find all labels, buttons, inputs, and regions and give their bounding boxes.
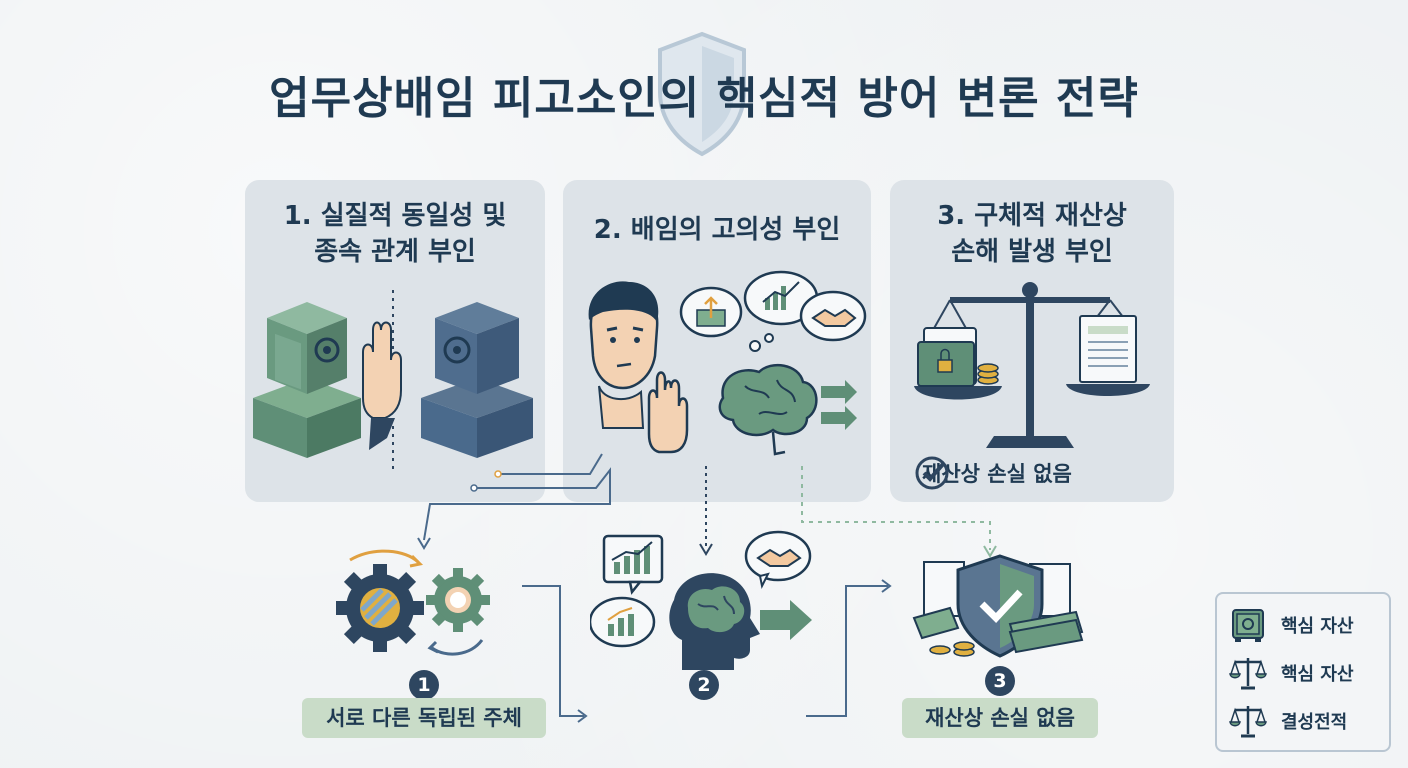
gears-icon — [336, 549, 490, 656]
brain-icon — [718, 363, 818, 456]
connector-5-line — [806, 585, 888, 717]
arrows-right-icon — [821, 380, 857, 430]
legend-item-3: 결성전적 — [1229, 702, 1347, 740]
intent-denial-illustration — [588, 270, 867, 456]
navy-safe-icon — [421, 302, 533, 458]
scale-icon — [914, 282, 1150, 448]
check-circle-icon — [915, 456, 949, 490]
step-1-label: 서로 다른 독립된 주체 — [302, 698, 546, 738]
documents-lock-icon — [917, 327, 999, 387]
legend-item-1: 핵심 자산 — [1229, 606, 1354, 644]
legend-item-2: 핵심 자산 — [1229, 654, 1354, 692]
upload-bubble-icon — [679, 286, 743, 338]
scale-icon — [1229, 706, 1267, 738]
strategy-panel-3: 3. 구체적 재산상 손해 발생 부인 — [890, 180, 1174, 502]
safe-icon — [1232, 609, 1264, 642]
no-loss-check-row: 재산상 손실 없음 — [914, 456, 1072, 490]
legend-box: 핵심 자산 핵심 자산 결성전적 — [1215, 592, 1391, 752]
ledger-document-icon — [1079, 315, 1137, 383]
page-title: 업무상배임 피고소인의 핵심적 방어 변론 전략 — [269, 73, 1139, 124]
shield-money-icon — [912, 554, 1084, 658]
head-thinking-icon — [590, 530, 812, 670]
raised-hand-icon — [647, 371, 689, 454]
chart-bubble-top-icon — [602, 534, 664, 595]
growth-bubble-icon — [743, 270, 819, 326]
connector-3-line — [801, 466, 991, 550]
legend-label-3: 결성전적 — [1281, 712, 1348, 733]
stop-hand-icon — [362, 321, 402, 450]
legend-label-2: 핵심 자산 — [1281, 664, 1354, 685]
green-safe-icon — [253, 302, 361, 458]
balance-scale-illustration — [914, 282, 1150, 448]
connector-4-line — [522, 585, 584, 717]
step-3-label: 재산상 손실 없음 — [902, 698, 1098, 738]
panel-2-title: 2. 배임의 고의성 부인 — [593, 215, 841, 245]
handshake-bubble-icon — [799, 290, 867, 342]
arrow-right-icon — [760, 600, 812, 640]
legend-label-1: 핵심 자산 — [1281, 616, 1354, 637]
separate-safes-illustration — [253, 290, 533, 470]
head-brain-icon — [669, 573, 760, 670]
thinking-man-icon — [588, 281, 659, 429]
shield-watermark-icon — [658, 31, 746, 157]
strategy-panel-2: 2. 배임의 고의성 부인 — [563, 180, 871, 502]
strategy-panel-1: 1. 실질적 동일성 및 종속 관계 부인 — [245, 180, 545, 502]
money-stack-icon — [912, 606, 1084, 657]
step-2-badge: 2 — [689, 670, 719, 700]
panel-3-title: 3. 구체적 재산상 손해 발생 부인 — [937, 201, 1127, 267]
step-1-badge: 1 — [409, 670, 439, 700]
step-3-badge: 3 — [985, 666, 1015, 696]
connector-1-line — [423, 453, 611, 541]
panel-1-title: 1. 실질적 동일성 및 종속 관계 부인 — [283, 201, 507, 267]
handshake-bubble-2-icon — [744, 530, 812, 590]
chart-bubble-bottom-icon — [590, 596, 656, 648]
scale-icon — [1229, 658, 1267, 690]
